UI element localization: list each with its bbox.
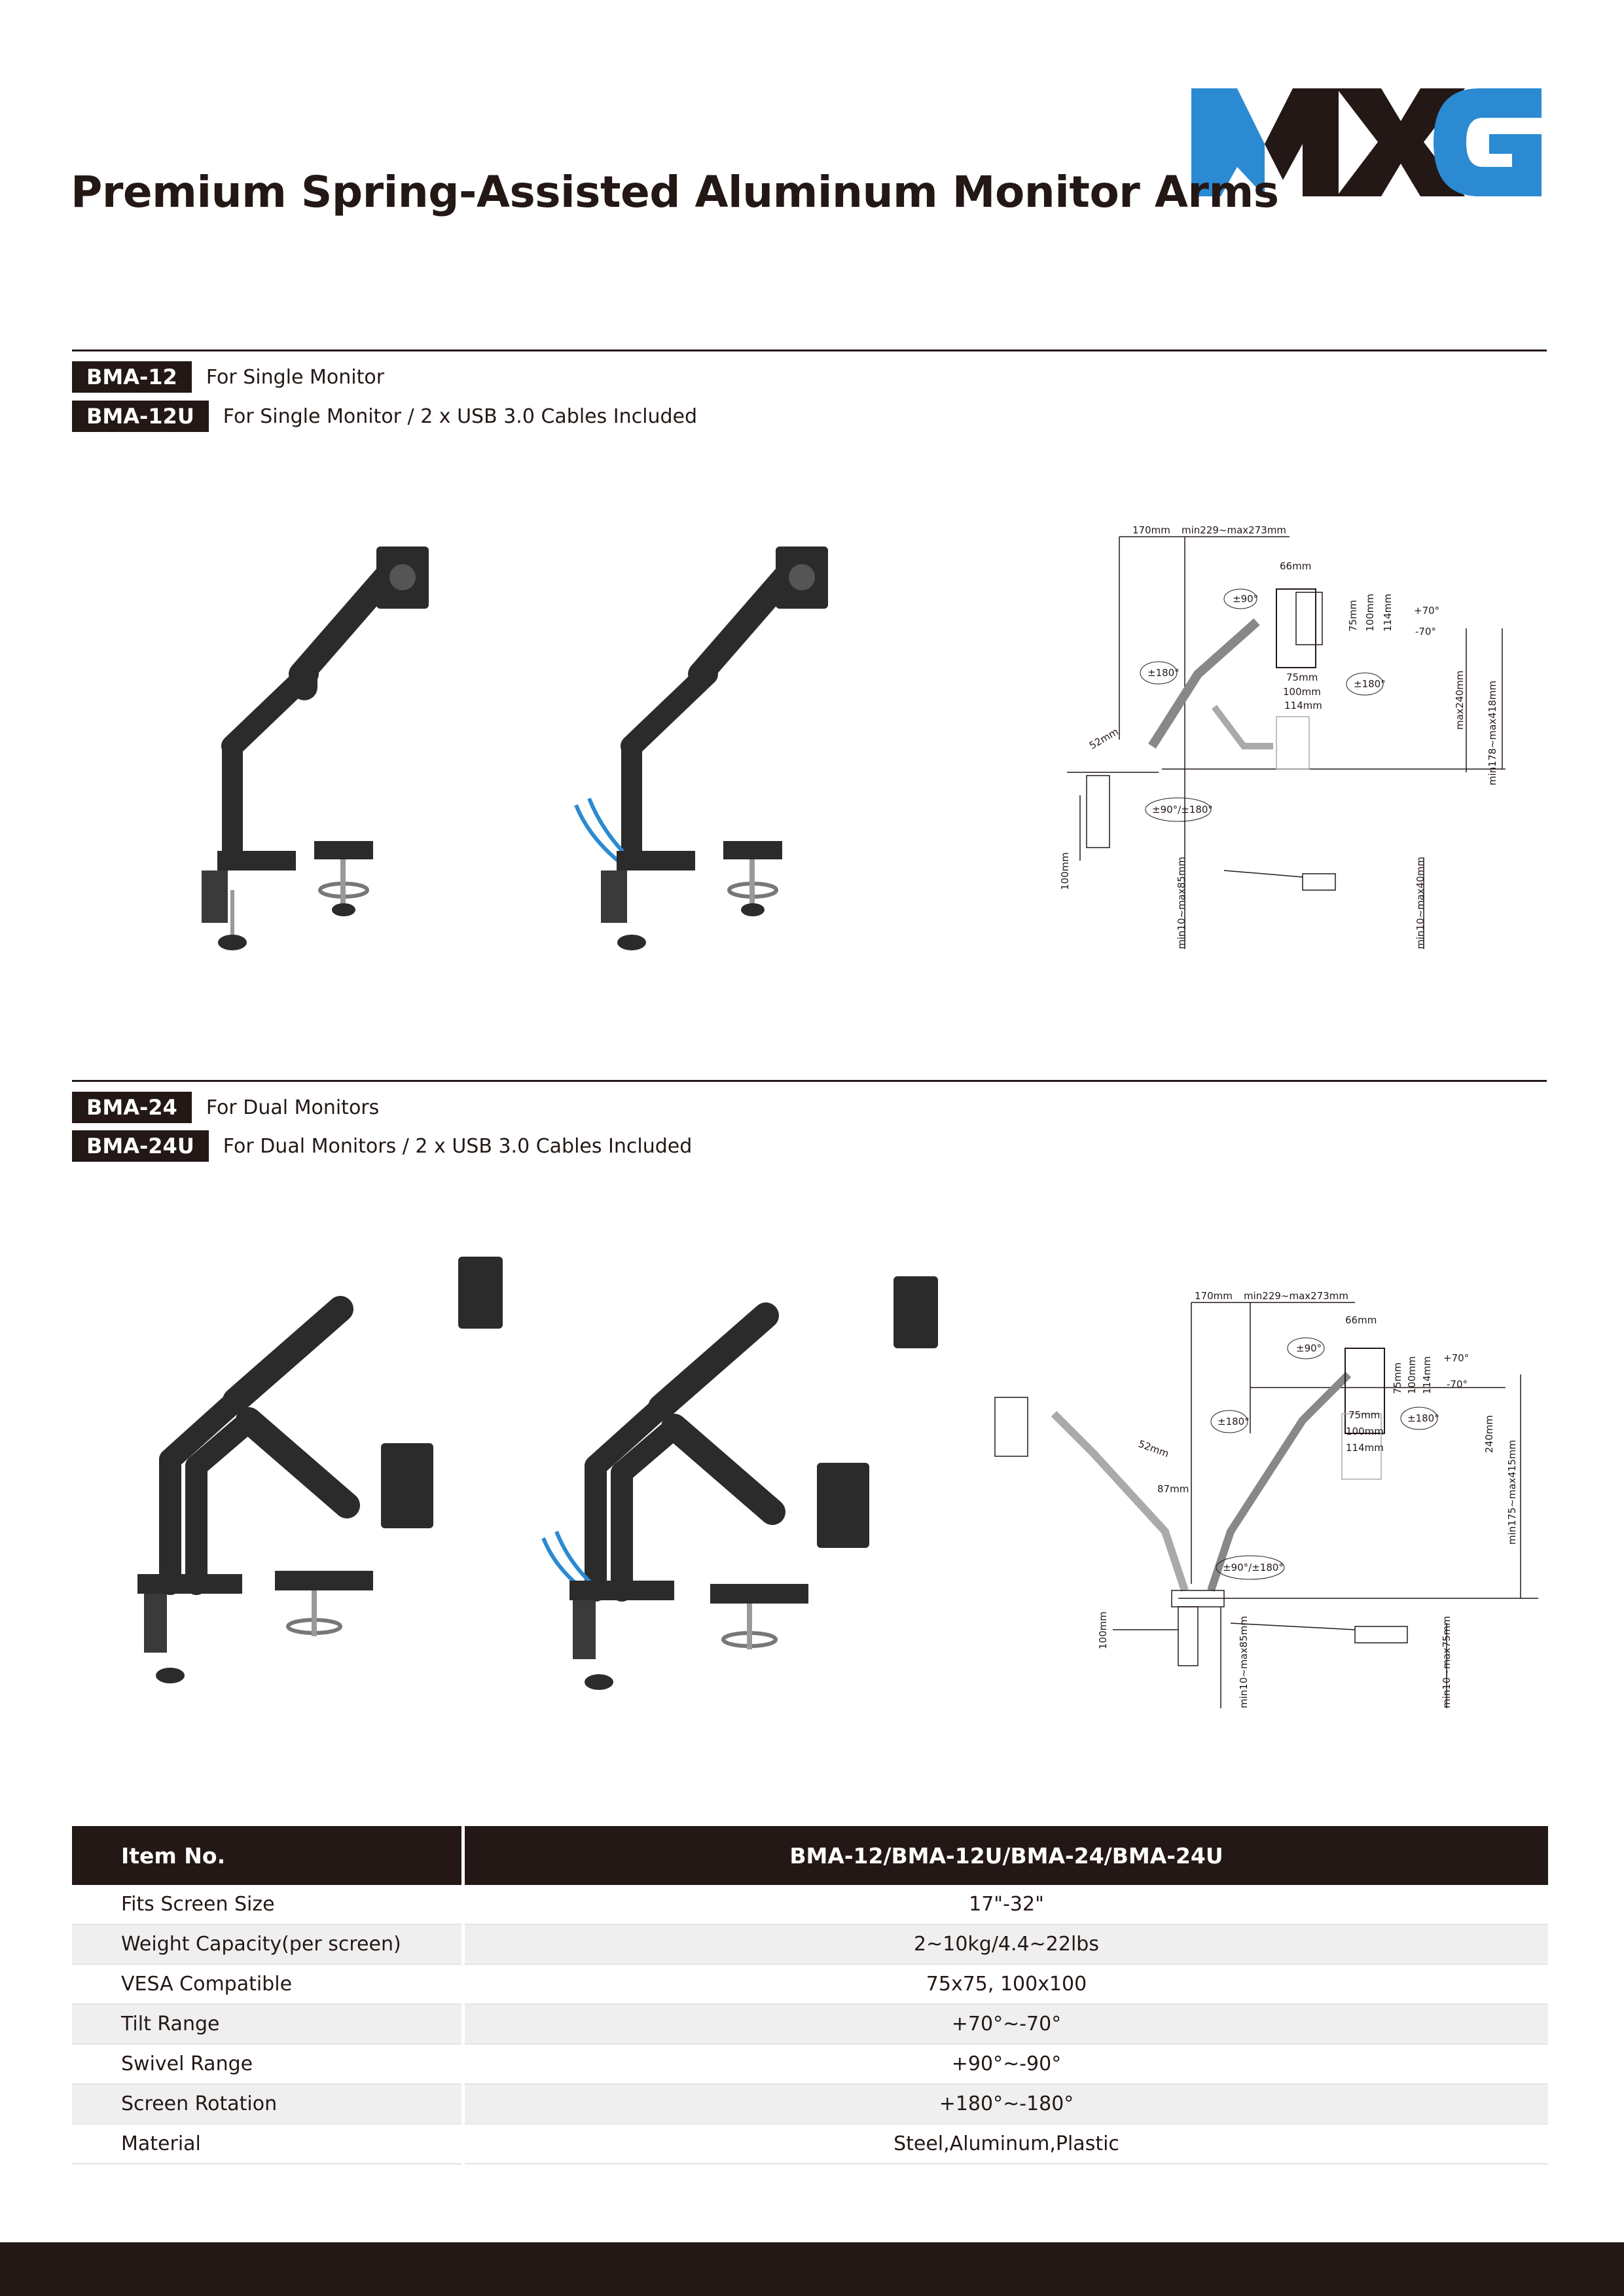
spec-value: 17"-32" xyxy=(463,1885,1548,1925)
spec-table-header: Item No. BMA-12/BMA-12U/BMA-24/BMA-24U xyxy=(72,1826,1548,1885)
svg-text:100mm: 100mm xyxy=(1364,594,1376,632)
svg-text:66mm: 66mm xyxy=(1280,560,1311,572)
spec-table: Item No. BMA-12/BMA-12U/BMA-24/BMA-24U F… xyxy=(72,1826,1548,2164)
model-description: For Dual Monitors / 2 x USB 3.0 Cables I… xyxy=(223,1134,693,1158)
header-item-no: Item No. xyxy=(72,1826,465,1885)
svg-text:100mm: 100mm xyxy=(1346,1426,1384,1437)
spec-value: 75x75, 100x100 xyxy=(463,1964,1548,2005)
svg-text:min229~max273mm: min229~max273mm xyxy=(1244,1290,1348,1302)
svg-text:66mm: 66mm xyxy=(1345,1314,1377,1326)
svg-text:170mm: 170mm xyxy=(1132,524,1170,536)
spec-value: +180°~-180° xyxy=(463,2084,1548,2125)
svg-text:min175~max415mm: min175~max415mm xyxy=(1506,1440,1518,1545)
svg-text:±90°: ±90° xyxy=(1296,1342,1322,1354)
single-arm-dimension-diagram: 170mm min229~max273mm 66mm ±90° +70° -70… xyxy=(1059,524,1506,949)
svg-text:min10~max85mm: min10~max85mm xyxy=(1238,1616,1250,1708)
svg-text:100mm: 100mm xyxy=(1097,1611,1109,1649)
spec-label: Weight Capacity(per screen) xyxy=(72,1924,465,1965)
model-description: For Single Monitor xyxy=(206,365,385,389)
svg-text:52mm: 52mm xyxy=(1137,1438,1171,1460)
table-row: VESA Compatible 75x75, 100x100 xyxy=(72,1964,1548,2005)
model-description: For Dual Monitors xyxy=(206,1096,380,1119)
model-description: For Single Monitor / 2 x USB 3.0 Cables … xyxy=(223,404,698,428)
svg-text:±180°: ±180° xyxy=(1354,678,1386,690)
svg-text:52mm: 52mm xyxy=(1087,726,1121,752)
spec-label: Fits Screen Size xyxy=(72,1885,465,1925)
table-row: Weight Capacity(per screen) 2~10kg/4.4~2… xyxy=(72,1924,1548,1965)
spec-value: Steel,Aluminum,Plastic xyxy=(463,2124,1548,2164)
brand-logo xyxy=(1191,88,1542,196)
svg-text:100mm: 100mm xyxy=(1059,852,1071,890)
model-row: BMA-24 For Dual Monitors xyxy=(72,1092,379,1123)
model-code: BMA-12U xyxy=(72,401,209,432)
section-divider xyxy=(72,1080,1547,1082)
svg-text:min10~max40mm: min10~max40mm xyxy=(1415,857,1426,949)
svg-text:±90°: ±90° xyxy=(1233,593,1258,605)
svg-text:240mm: 240mm xyxy=(1483,1415,1495,1453)
table-row: Tilt Range +70°~-70° xyxy=(72,2004,1548,2045)
svg-text:min229~max273mm: min229~max273mm xyxy=(1182,524,1286,536)
svg-text:±180°: ±180° xyxy=(1407,1412,1439,1424)
svg-text:75mm: 75mm xyxy=(1392,1363,1403,1394)
svg-text:+70°: +70° xyxy=(1443,1352,1469,1364)
header-models: BMA-12/BMA-12U/BMA-24/BMA-24U xyxy=(463,1826,1548,1885)
spec-label: Screen Rotation xyxy=(72,2084,465,2125)
svg-text:-70°: -70° xyxy=(1447,1378,1468,1390)
section-divider xyxy=(72,350,1547,351)
spec-value: 2~10kg/4.4~22lbs xyxy=(463,1924,1548,1965)
dual-arm-usb-product-image xyxy=(541,1276,938,1690)
spec-label: Material xyxy=(72,2124,465,2164)
dual-arm-product-image xyxy=(137,1257,503,1683)
svg-text:±90°/±180°: ±90°/±180° xyxy=(1152,804,1213,816)
model-code: BMA-24 xyxy=(72,1092,192,1123)
svg-text:min178~max418mm: min178~max418mm xyxy=(1487,681,1498,785)
table-row: Fits Screen Size 17"-32" xyxy=(72,1885,1548,1925)
svg-text:+70°: +70° xyxy=(1414,605,1439,617)
svg-text:min10~max75mm: min10~max75mm xyxy=(1441,1616,1453,1708)
svg-text:100mm: 100mm xyxy=(1283,686,1321,698)
model-code: BMA-24U xyxy=(72,1130,209,1162)
table-row: Screen Rotation +180°~-180° xyxy=(72,2084,1548,2125)
page-title: Premium Spring-Assisted Aluminum Monitor… xyxy=(71,167,1279,217)
spec-label: VESA Compatible xyxy=(72,1964,465,2005)
svg-text:75mm: 75mm xyxy=(1286,672,1318,683)
svg-text:100mm: 100mm xyxy=(1406,1356,1418,1394)
model-row: BMA-12U For Single Monitor / 2 x USB 3.0… xyxy=(72,401,697,432)
svg-text:±90°/±180°: ±90°/±180° xyxy=(1223,1562,1284,1573)
svg-text:±180°: ±180° xyxy=(1147,667,1180,679)
table-row: Material Steel,Aluminum,Plastic xyxy=(72,2124,1548,2164)
spec-value: +70°~-70° xyxy=(463,2004,1548,2045)
single-arm-usb-product-image xyxy=(574,547,828,950)
svg-text:170mm: 170mm xyxy=(1195,1290,1233,1302)
model-code: BMA-12 xyxy=(72,361,192,393)
svg-text:114mm: 114mm xyxy=(1284,700,1322,711)
dual-arm-dimension-diagram: 170mm min229~max273mm 66mm ±90° +70° -70… xyxy=(994,1290,1538,1708)
svg-text:114mm: 114mm xyxy=(1346,1442,1384,1454)
svg-text:75mm: 75mm xyxy=(1348,1409,1380,1421)
spec-label: Tilt Range xyxy=(72,2004,465,2045)
svg-text:114mm: 114mm xyxy=(1382,594,1394,632)
spec-label: Swivel Range xyxy=(72,2044,465,2085)
model-row: BMA-12 For Single Monitor xyxy=(72,361,384,393)
svg-text:min10~max85mm: min10~max85mm xyxy=(1176,857,1187,949)
svg-text:±180°: ±180° xyxy=(1218,1416,1250,1427)
svg-text:75mm: 75mm xyxy=(1347,600,1359,632)
model-row: BMA-24U For Dual Monitors / 2 x USB 3.0 … xyxy=(72,1130,692,1162)
footer-bar xyxy=(0,2242,1624,2296)
svg-text:-70°: -70° xyxy=(1415,626,1436,637)
svg-text:114mm: 114mm xyxy=(1421,1356,1433,1394)
svg-text:max240mm: max240mm xyxy=(1454,670,1466,730)
svg-text:87mm: 87mm xyxy=(1157,1483,1189,1495)
spec-value: +90°~-90° xyxy=(463,2044,1548,2085)
table-row: Swivel Range +90°~-90° xyxy=(72,2044,1548,2085)
single-arm-product-image xyxy=(202,547,429,950)
